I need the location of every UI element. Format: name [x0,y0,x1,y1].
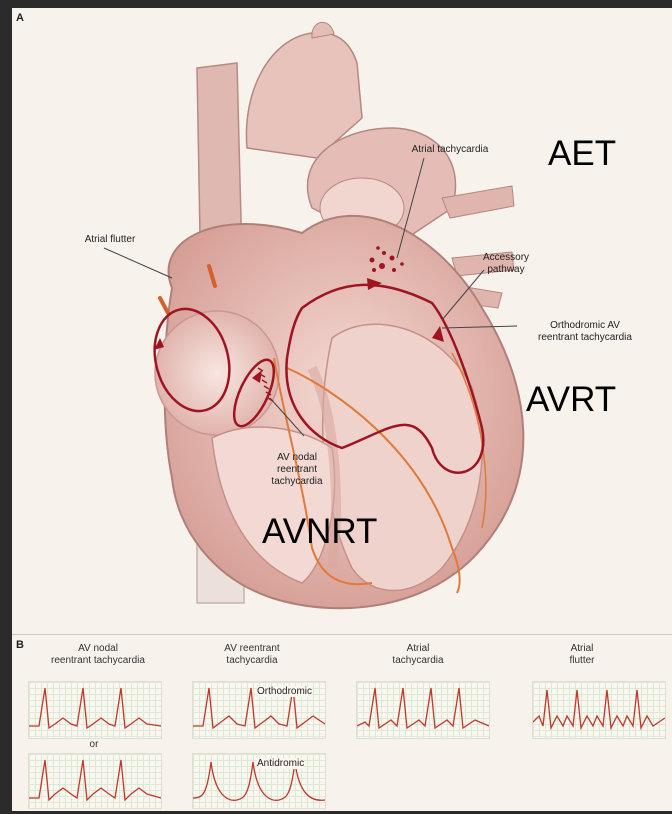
col-avnrt-line2: reentrant tachycardia [28,655,168,667]
ecg-orthodromic: Orthodromic [192,681,326,739]
aet-overlay: AET [548,134,616,174]
ecg-antidromic: Antidromic [192,753,326,809]
col-af-line2: flutter [532,655,632,667]
col-at-line1: Atrial [368,643,468,655]
avnrt-line2: reentrant [262,464,332,476]
avnrt-callout: AV nodal reentrant tachycardia [262,452,332,488]
panel-b: B AV nodal reentrant tachycardia AV reen… [12,634,672,811]
col-avrt-line1: AV reentrant [192,643,312,655]
col-avnrt-line1: AV nodal [28,643,168,655]
col-at-line2: tachycardia [368,655,468,667]
ecg-atrial-tachycardia [356,681,490,739]
or-text: or [28,739,160,751]
avrt-overlay: AVRT [526,380,616,420]
atrial-tachycardia-label: Atrial tachycardia [390,144,510,156]
orthodromic-tag: Orthodromic [257,686,312,697]
col-avnrt-header: AV nodal reentrant tachycardia [28,643,168,667]
avnrt-line1: AV nodal [262,452,332,464]
col-af-line1: Atrial [532,643,632,655]
antidromic-tag: Antidromic [257,758,304,769]
panel-a: A [12,8,672,634]
ecg-avnrt-2 [28,753,162,809]
avnrt-overlay: AVNRT [262,512,377,552]
accessory-pathway-text: Accessory pathway [466,252,546,276]
col-avrt-line2: tachycardia [192,655,312,667]
orthodromic-line1: Orthodromic AV [510,320,660,332]
orthodromic-label: Orthodromic AV reentrant tachycardia [510,320,660,344]
avnrt-line3: tachycardia [262,476,332,488]
ecg-avnrt-1 [28,681,162,739]
atrial-flutter-label: Atrial flutter [64,234,156,246]
col-af-header: Atrial flutter [532,643,632,667]
ecg-atrial-flutter [532,681,666,739]
col-avrt-header: AV reentrant tachycardia [192,643,312,667]
panel-b-label: B [16,639,24,651]
col-at-header: Atrial tachycardia [368,643,468,667]
orthodromic-line2: reentrant tachycardia [510,332,660,344]
accessory-pathway-label: Accessory pathway [466,252,546,276]
